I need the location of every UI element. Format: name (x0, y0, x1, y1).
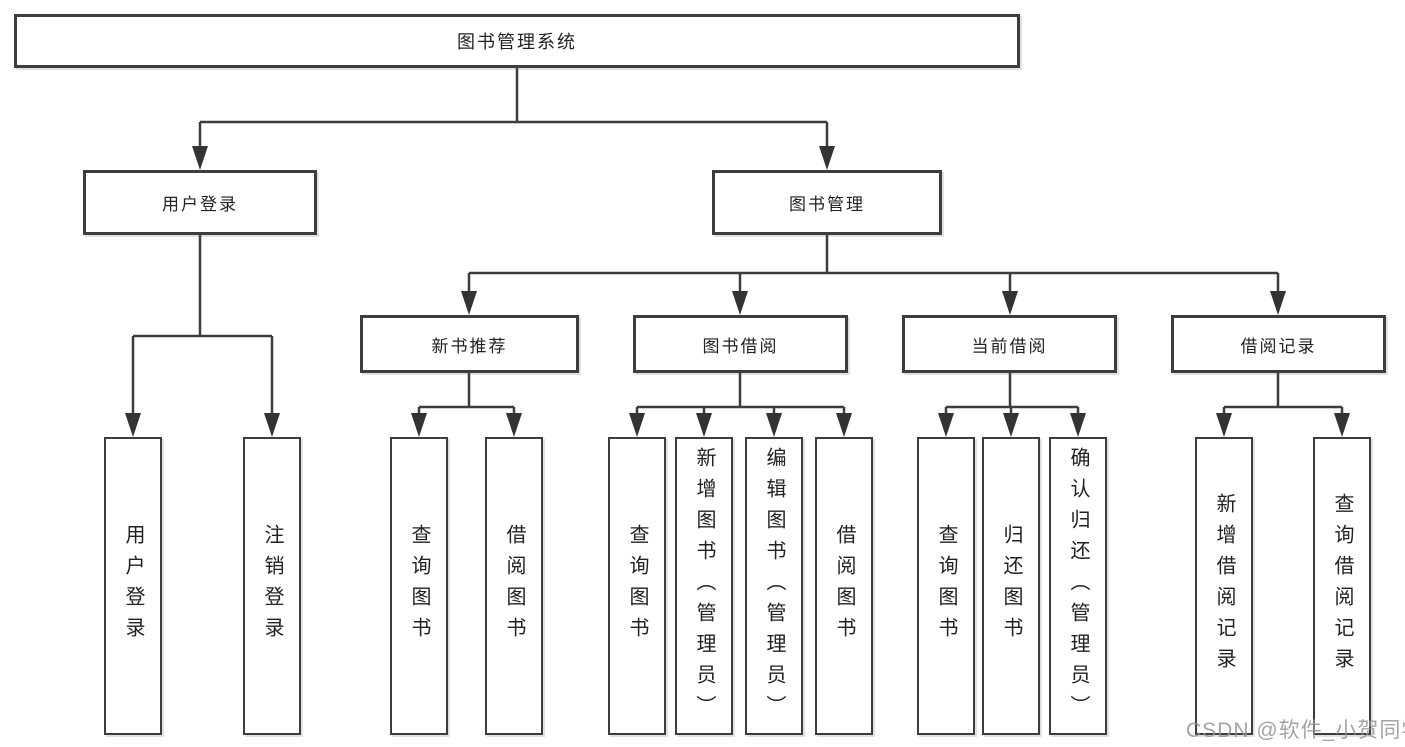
node-label: 查询借阅记录 (1331, 493, 1353, 679)
node-borrow-records: 借阅记录 (1171, 315, 1386, 373)
node-label: 图书管理 (789, 195, 865, 214)
leaf-logout: 注销登录 (243, 437, 301, 735)
node-user-login: 用户登录 (83, 170, 317, 235)
node-new-book-recommend: 新书推荐 (360, 315, 579, 373)
node-label: 查询图书 (408, 524, 430, 648)
leaf-query-books-current: 查询图书 (917, 437, 975, 735)
leaf-add-borrow-record: 新增借阅记录 (1195, 437, 1253, 735)
node-label: 确认归还（管理员） (1067, 446, 1089, 726)
leaf-return-books: 归还图书 (982, 437, 1040, 735)
node-library-system: 图书管理系统 (14, 14, 1020, 68)
leaf-query-books-borrow: 查询图书 (608, 437, 666, 735)
node-label: 图书借阅 (702, 336, 779, 356)
leaf-user-login: 用户登录 (104, 437, 162, 735)
node-label: 借阅图书 (833, 524, 855, 648)
leaf-confirm-return-admin: 确认归还（管理员） (1049, 437, 1107, 735)
node-label: 图书管理系统 (457, 32, 577, 52)
node-book-borrow: 图书借阅 (633, 315, 848, 373)
node-label: 新增借阅记录 (1213, 493, 1235, 679)
node-current-borrow: 当前借阅 (902, 315, 1117, 373)
leaf-borrow-books-recommend: 借阅图书 (485, 437, 543, 735)
leaf-add-books-admin: 新增图书（管理员） (675, 437, 733, 735)
node-label: 当前借阅 (971, 336, 1048, 356)
node-label: 归还图书 (1000, 524, 1022, 648)
node-label: 用户登录 (162, 195, 238, 214)
node-book-management: 图书管理 (712, 170, 942, 235)
leaf-query-borrow-record: 查询借阅记录 (1313, 437, 1371, 735)
node-label: 查询图书 (935, 524, 957, 648)
leaf-query-books-recommend: 查询图书 (390, 437, 448, 735)
node-label: 新增图书（管理员） (693, 446, 715, 726)
arrowhead-icons (125, 146, 1350, 437)
leaf-borrow-books: 借阅图书 (815, 437, 873, 735)
csdn-watermark: CSDN @软件_小贺同学 (1186, 719, 1405, 742)
node-label: 新书推荐 (431, 336, 508, 356)
leaf-edit-books-admin: 编辑图书（管理员） (745, 437, 803, 735)
node-label: 查询图书 (626, 524, 648, 648)
node-label: 用户登录 (122, 524, 144, 648)
node-label: 编辑图书（管理员） (763, 446, 785, 726)
node-label: 借阅记录 (1240, 336, 1317, 356)
node-label: 借阅图书 (503, 524, 525, 648)
node-label: 注销登录 (261, 524, 283, 648)
